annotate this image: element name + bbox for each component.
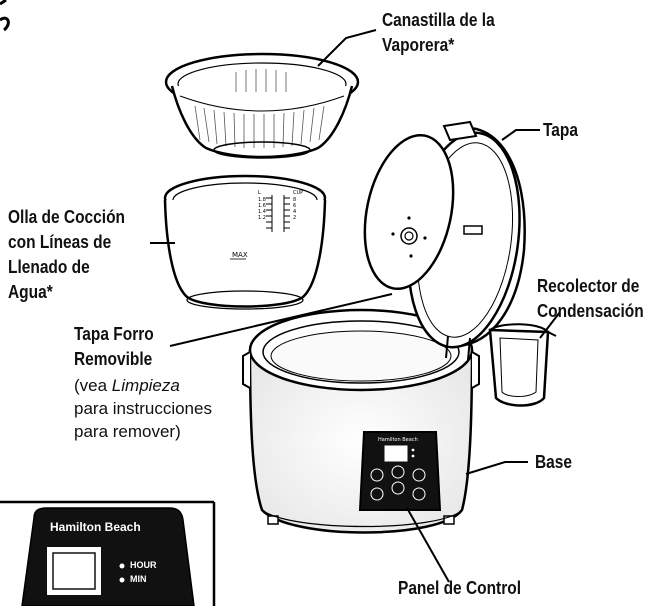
svg-text:1.8: 1.8 — [258, 197, 266, 203]
svg-text:L: L — [258, 190, 261, 196]
condensation-collector-label-line2: Condensación — [537, 301, 644, 321]
leader-base — [465, 461, 528, 475]
cooking-pot-label-line1: Olla de Cocción — [8, 207, 125, 227]
leader-lines — [150, 29, 561, 583]
leader-condensation-collector — [539, 311, 561, 339]
leader-steamer-basket — [317, 29, 377, 67]
inset-hour-label: HOUR — [130, 560, 157, 570]
cooking-pot-label-line4: Agua* — [8, 282, 53, 302]
condensation-collector-label: Recolector de Condensación — [537, 274, 644, 324]
condensation-collector-illustration — [488, 323, 557, 407]
steamer-basket-label-line1: Canastilla de la — [382, 10, 495, 30]
cooking-pot-label-line3: Llenado de — [8, 257, 90, 277]
svg-text:2: 2 — [293, 215, 296, 221]
lid-liner-label: Tapa Forro Removible — [74, 322, 154, 372]
corner-glyph — [0, 0, 10, 32]
base-label: Base — [535, 452, 573, 472]
leader-control-panel — [406, 507, 450, 583]
cooking-pot-label-line2: con Líneas de — [8, 232, 112, 252]
control-panel-illustration: Hamilton Beach — [358, 431, 442, 511]
min-indicator-light — [119, 577, 125, 583]
svg-text:1.6: 1.6 — [258, 203, 266, 209]
inset-min-label: MIN — [130, 574, 147, 584]
cooking-pot-label: Olla de Cocción con Líneas de Llenado de… — [8, 205, 125, 305]
lid-liner-illustration — [363, 133, 455, 291]
steamer-basket-illustration — [164, 52, 360, 159]
cooking-pot-illustration: L CUP 1.8 8 1.6 6 1.4 4 1.2 2 MAX — [163, 174, 327, 310]
inset-brand-label: Hamilton Beach — [50, 520, 141, 534]
steamer-basket-label: Canastilla de la Vaporera* — [382, 8, 495, 58]
lid-liner-note-line2: para instrucciones — [74, 399, 212, 418]
lid-liner-note-line3: para remover) — [74, 422, 181, 441]
lid-liner-note: (vea Limpieza para instrucciones para re… — [74, 374, 212, 443]
svg-text:4: 4 — [293, 209, 296, 215]
lid-liner-label-line2: Removible — [74, 349, 153, 369]
steamer-basket-label-line2: Vaporera* — [382, 35, 455, 55]
lid-liner-note-open: (vea — [74, 376, 112, 395]
svg-text:8: 8 — [293, 197, 296, 203]
svg-text:6: 6 — [293, 203, 296, 209]
condensation-collector-label-line1: Recolector de — [537, 276, 640, 296]
leader-lid-liner — [169, 293, 393, 347]
cleaning-reference: Limpieza — [111, 376, 180, 395]
leader-lid — [501, 129, 540, 141]
svg-text:Hamilton Beach: Hamilton Beach — [378, 437, 418, 443]
hour-indicator-light — [119, 563, 125, 569]
lid-label: Tapa — [543, 120, 578, 140]
lid-liner-label-line1: Tapa Forro — [74, 324, 154, 344]
svg-text:1.2: 1.2 — [258, 215, 266, 221]
svg-text:CUP: CUP — [293, 190, 303, 196]
pot-max-marking: MAX — [232, 251, 248, 259]
inset-control-panel — [0, 500, 216, 606]
lid-liner-note-line1: (vea Limpieza — [74, 374, 212, 397]
control-panel-label: Panel de Control — [398, 578, 521, 598]
svg-text:1.4: 1.4 — [258, 209, 266, 215]
